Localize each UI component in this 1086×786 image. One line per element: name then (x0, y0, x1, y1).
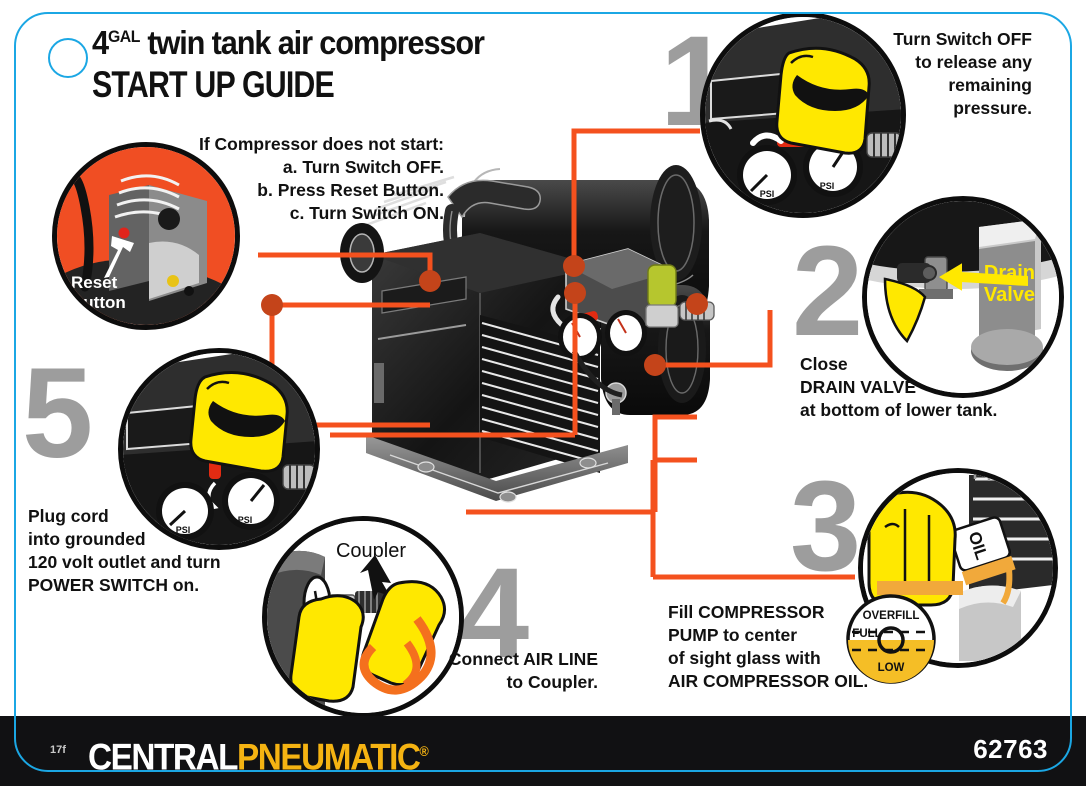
step-1-line-1: Turn Switch OFF (893, 29, 1032, 49)
sight-glass-overfill-label: OVERFILL (863, 610, 920, 622)
step-number-3: 3 (790, 455, 862, 598)
page-subtitle: START UP GUIDE (92, 64, 335, 105)
step-1-line-4: pressure. (953, 98, 1032, 118)
troubleshoot-line-3: b. Press Reset Button. (257, 180, 444, 200)
step-5-line-4: POWER SWITCH on. (28, 575, 200, 595)
coupler-callout-label: Coupler (336, 540, 406, 562)
step-3-text: Fill COMPRESSOR PUMP to center of sight … (668, 601, 898, 693)
page-title-block: 4GAL twin tank air compressor START UP G… (92, 18, 513, 106)
step-1-inset: PSI PSI (700, 12, 906, 218)
step-4-text: Connect AIR LINE to Coupler. (380, 648, 598, 694)
registered-trademark-icon: ® (419, 743, 429, 759)
gauge-unit-label-2: PSI (820, 181, 835, 191)
reset-button-inset: Reset Button (52, 142, 240, 330)
step-number-4: 4 (458, 542, 530, 685)
step-1-line-3: remaining (948, 75, 1032, 95)
step-5-line-2: into grounded (28, 529, 146, 549)
sight-glass-full-label: FULL (852, 628, 881, 640)
step-1-line-2: to release any (915, 52, 1032, 72)
step-2-inset: Drain Valve (862, 196, 1064, 398)
footer-tiny-code: 17f (50, 744, 66, 756)
step-2-line-1: Close (800, 354, 848, 374)
footer-bar: 17f CENTRALPNEUMATIC® 62763 (0, 716, 1086, 786)
step-5-line-1: Plug cord (28, 506, 109, 526)
step-3-line-3: of sight glass with (668, 648, 821, 668)
step-5-line-3: 120 volt outlet and turn (28, 552, 221, 572)
step-4-line-1: Connect AIR LINE (448, 649, 598, 669)
step-3-line-2: PUMP to center (668, 625, 798, 645)
drain-valve-callout-line-2: Valve (984, 284, 1035, 306)
step-2-line-2: DRAIN VALVE (800, 377, 917, 397)
item-number: 62763 (973, 734, 1048, 764)
brand-logo: CENTRALPNEUMATIC® (88, 730, 429, 778)
step-5-text: Plug cord into grounded 120 volt outlet … (28, 505, 288, 597)
gauge-unit-label-3: PSI (176, 525, 191, 535)
reset-label-line-1: Reset (71, 273, 118, 292)
gauge-unit-label-4: PSI (238, 515, 253, 525)
oil-sight-glass: OVERFILL FULL LOW (846, 594, 936, 684)
brand-logo-second: PNEUMATIC (237, 736, 421, 778)
step-2-line-3: at bottom of lower tank. (800, 400, 998, 420)
step-3-line-1: Fill COMPRESSOR (668, 602, 825, 622)
page-title: 4GAL twin tank air compressor (92, 18, 485, 62)
reset-button-label: Reset Button (71, 273, 126, 313)
troubleshoot-line-4: c. Turn Switch ON. (289, 203, 444, 223)
step-1-text: Turn Switch OFF to release any remaining… (852, 28, 1032, 120)
troubleshoot-line-2: a. Turn Switch OFF. (282, 157, 444, 177)
title-quantity: 4 (92, 24, 109, 61)
drain-valve-callout-line-1: Drain (984, 262, 1035, 284)
step-4-line-2: to Coupler. (506, 672, 598, 692)
troubleshoot-text-block: If Compressor does not start: a. Turn Sw… (150, 133, 444, 225)
punch-hole-marker (48, 38, 88, 78)
title-rest: twin tank air compressor (147, 24, 485, 61)
step-2-text: Close DRAIN VALVE at bottom of lower tan… (800, 353, 1060, 422)
brand-logo-first: CENTRAL (88, 736, 238, 778)
step-number-5: 5 (22, 342, 94, 485)
reset-label-line-2: Button (71, 293, 126, 312)
sight-glass-low-label: LOW (878, 662, 905, 674)
title-unit: GAL (107, 27, 140, 46)
step-4-inset: Coupler (262, 516, 464, 718)
troubleshoot-line-1: If Compressor does not start: (198, 134, 444, 154)
step-number-2: 2 (792, 220, 864, 363)
step-3-line-4: AIR COMPRESSOR OIL. (668, 671, 869, 691)
gauge-unit-label-1: PSI (760, 189, 775, 199)
